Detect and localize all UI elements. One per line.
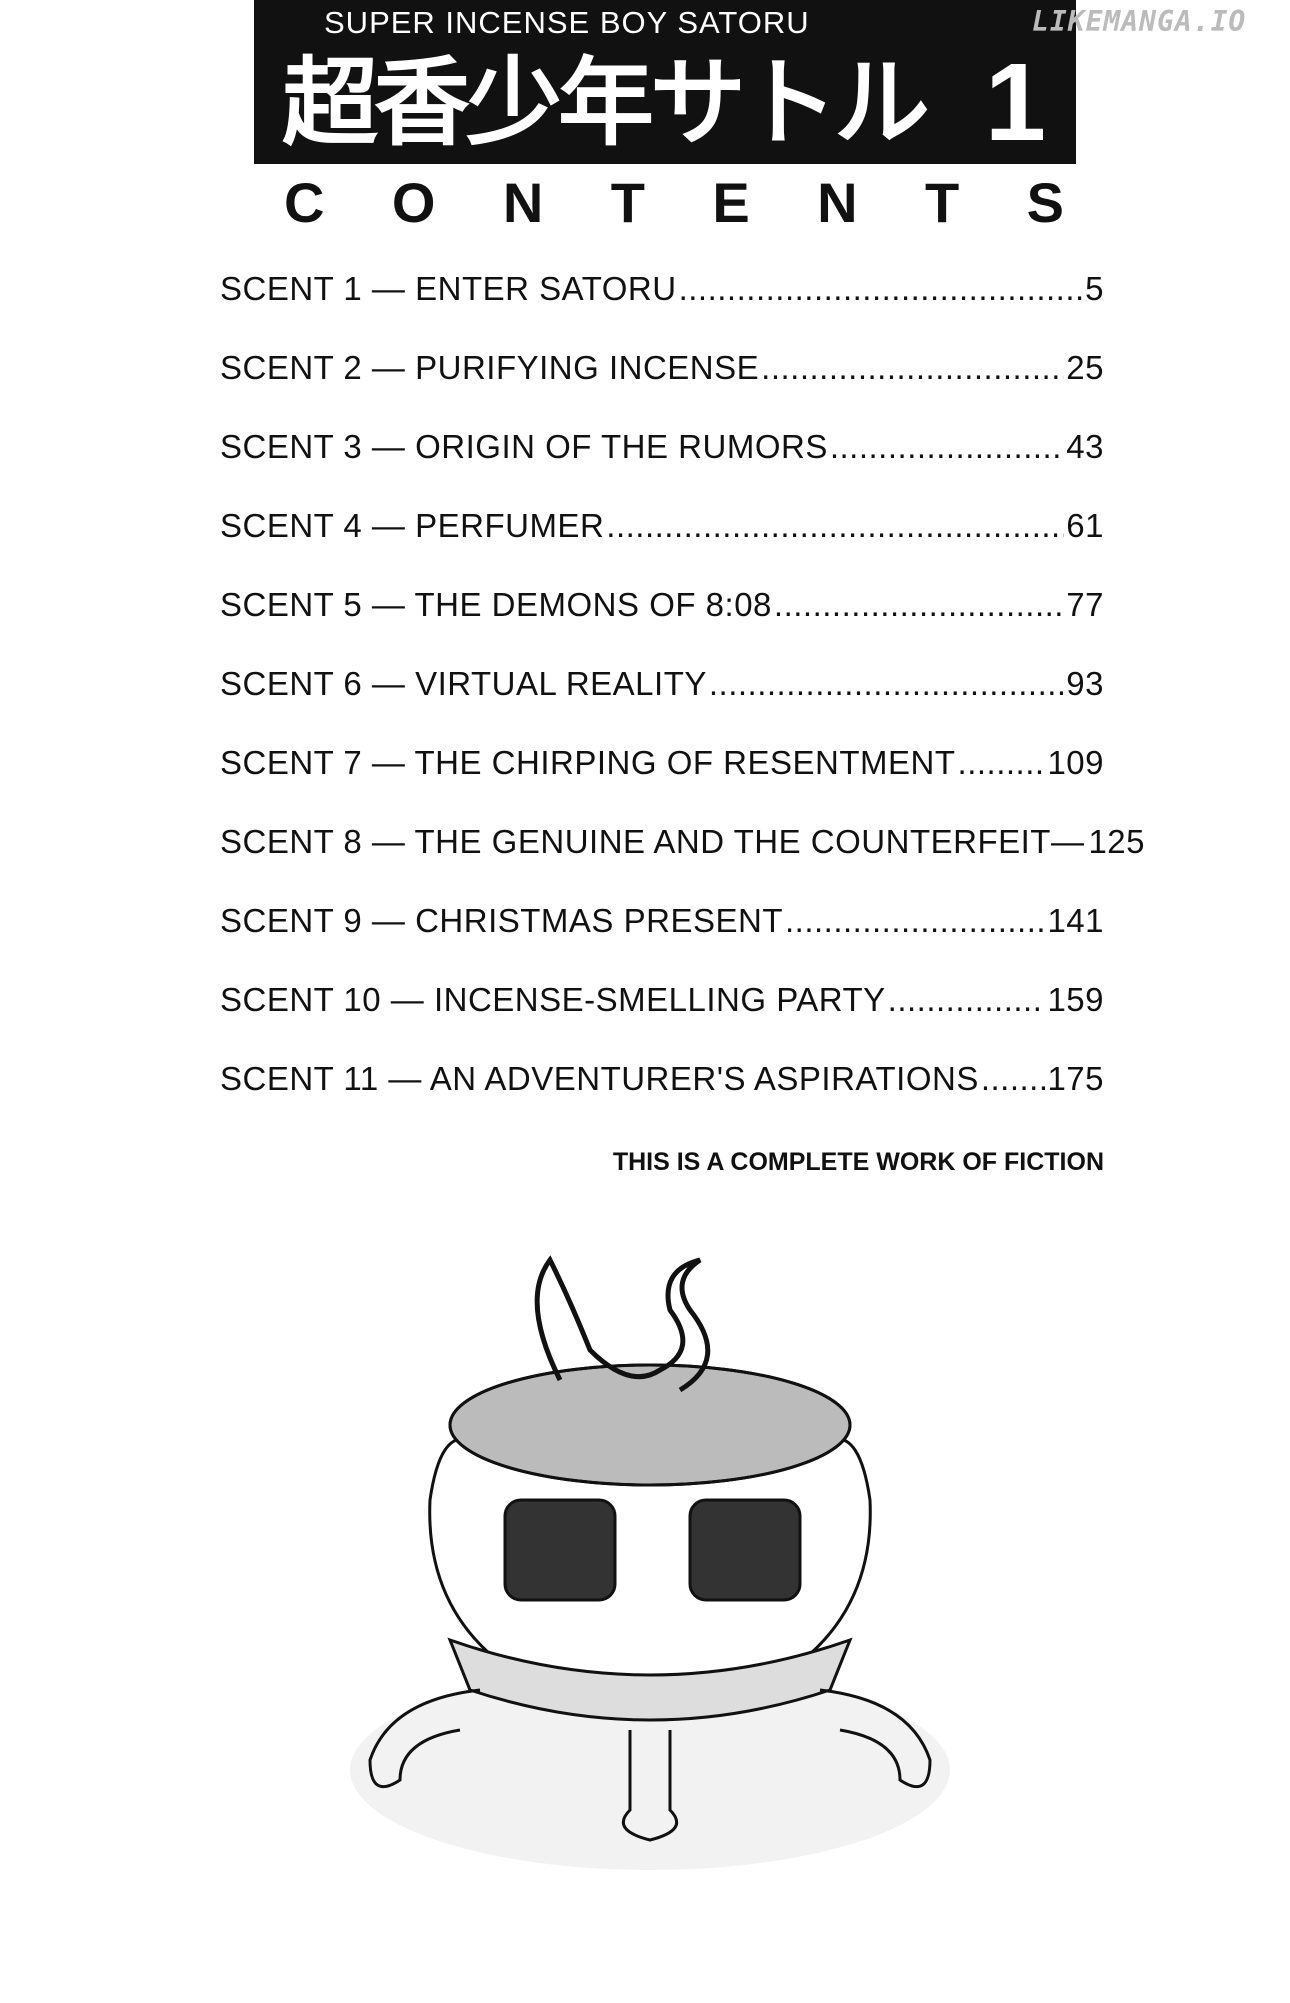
title-banner: SUPER INCENSE BOY SATORU 超香少年サトル 1 <box>254 0 1076 164</box>
toc-leader-dots <box>981 1060 1046 1098</box>
toc-leader-dots <box>774 586 1064 624</box>
contents-letter: O <box>391 171 436 234</box>
subtitle: SUPER INCENSE BOY SATORU <box>324 5 810 40</box>
toc-page-number: 93 <box>1066 665 1104 702</box>
toc-entry-title: SCENT 10 — INCENSE-SMELLING PARTY <box>220 981 886 1018</box>
contents-letter: C <box>284 171 325 234</box>
contents-letter: T <box>924 171 960 234</box>
toc-leader-dots <box>785 902 1045 940</box>
toc-entry: SCENT 9 — CHRISTMAS PRESENT 141 <box>220 902 1104 981</box>
toc-entry-title: SCENT 1 — ENTER SATORU <box>220 270 677 307</box>
contents-letter: S <box>1026 171 1064 234</box>
toc-entry-title: SCENT 7 — THE CHIRPING OF RESENTMENT <box>220 744 956 781</box>
toc-entry: SCENT 5 — THE DEMONS OF 8:08 77 <box>220 586 1104 665</box>
contents-letter: N <box>817 171 858 234</box>
toc-entry-title: SCENT 4 — PERFUMER <box>220 507 605 544</box>
toc-entry-title: SCENT 3 — ORIGIN OF THE RUMORS <box>220 428 828 465</box>
toc-entry: SCENT 3 — ORIGIN OF THE RUMORS 43 <box>220 428 1104 507</box>
watermark: LIKEMANGA.IO <box>1032 5 1247 38</box>
toc-page-number: 43 <box>1066 428 1104 465</box>
toc-entry: SCENT 6 — VIRTUAL REALITY 93 <box>220 665 1104 744</box>
shadow-stipple <box>350 1670 950 1870</box>
toc-entry: SCENT 10 — INCENSE-SMELLING PARTY 159 <box>220 981 1104 1060</box>
toc-entry-title: SCENT 11 — AN ADVENTURER'S ASPIRATIONS <box>220 1060 979 1097</box>
toc-leader-dots <box>761 349 1064 387</box>
toc-page-number: 125 <box>1088 823 1146 860</box>
toc-entry-title: SCENT 8 — THE GENUINE AND THE COUNTERFEI… <box>220 823 1085 860</box>
toc-entry: SCENT 1 — ENTER SATORU 5 <box>220 270 1104 349</box>
toc-page-number: 159 <box>1047 981 1104 1018</box>
contents-letter: T <box>610 171 645 234</box>
toc-leader-dots <box>606 507 1064 545</box>
toc-page-number: 109 <box>1047 744 1104 781</box>
toc-page-number: 61 <box>1066 507 1104 544</box>
volume-number: 1 <box>984 41 1046 164</box>
toc-leader-dots <box>888 981 1046 1019</box>
contents-letter: N <box>502 171 544 234</box>
toc-page-number: 175 <box>1047 1060 1104 1097</box>
toc-entry: SCENT 8 — THE GENUINE AND THE COUNTERFEI… <box>220 823 1145 902</box>
toc-page-number: 25 <box>1066 349 1104 386</box>
toc-entry-title: SCENT 5 — THE DEMONS OF 8:08 <box>220 586 772 623</box>
toc-entry: SCENT 7 — THE CHIRPING OF RESENTMENT 109 <box>220 744 1104 823</box>
toc-entry-title: SCENT 9 — CHRISTMAS PRESENT <box>220 902 783 939</box>
japanese-title: 超香少年サトル <box>282 50 930 156</box>
toc-leader-dots <box>679 270 1084 308</box>
contents-letter: E <box>712 171 750 234</box>
toc-page-number: 77 <box>1066 586 1104 623</box>
toc-leader-dots <box>958 744 1046 782</box>
toc-entry-title: SCENT 2 — PURIFYING INCENSE <box>220 349 760 386</box>
toc-leader-dots <box>709 665 1064 703</box>
toc-entry: SCENT 4 — PERFUMER 61 <box>220 507 1104 586</box>
incense-burner-illustration <box>350 1255 950 1870</box>
toc-entry: SCENT 11 — AN ADVENTURER'S ASPIRATIONS 17… <box>220 1060 1104 1139</box>
toc-entry: SCENT 2 — PURIFYING INCENSE 25 <box>220 349 1104 428</box>
toc-page-number: 141 <box>1047 902 1104 939</box>
toc-leader-dots <box>830 428 1064 466</box>
fiction-disclaimer: THIS IS A COMPLETE WORK OF FICTION <box>612 1148 1104 1176</box>
toc-entry-title: SCENT 6 — VIRTUAL REALITY <box>220 665 707 702</box>
toc-page-number: 5 <box>1085 270 1104 307</box>
contents-heading: C O N T E N T S <box>284 170 1064 235</box>
